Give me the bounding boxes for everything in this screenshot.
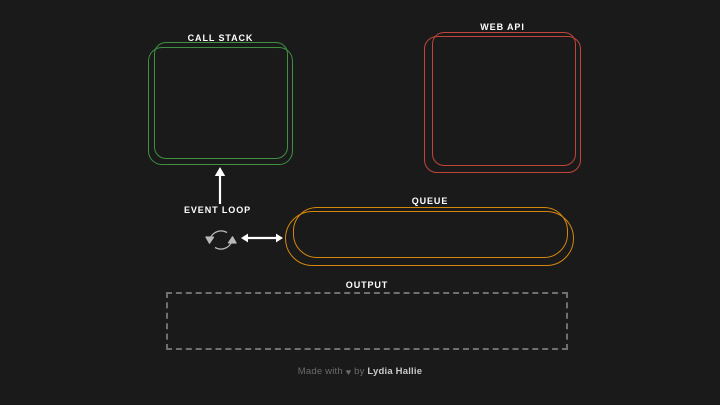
queue-outer-border: [285, 211, 574, 266]
footer-prefix: Made with: [297, 366, 343, 377]
output-title: OUTPUT: [345, 280, 389, 290]
event-loop-label: EVENT LOOP: [184, 205, 252, 215]
footer-author[interactable]: Lydia Hallie: [367, 366, 423, 377]
output-panel[interactable]: [166, 292, 568, 350]
call-stack-outer-border: [148, 47, 293, 165]
web-api-outer-border: [424, 36, 581, 173]
footer-credit: Made with ♥ by Lydia Hallie: [0, 366, 720, 377]
footer-middle: by: [354, 366, 365, 377]
call-stack-title: CALL STACK: [187, 33, 254, 43]
call-stack-inner-border: [154, 42, 288, 159]
queue-title: QUEUE: [411, 196, 449, 206]
heart-icon: ♥: [345, 366, 352, 377]
queue-inner-border: [293, 207, 568, 258]
web-api-inner-border: [432, 32, 576, 166]
arrow-left-right-icon: [241, 229, 283, 247]
circular-arrows-icon: [200, 220, 242, 260]
arrow-up-icon: [206, 166, 234, 204]
call-stack-panel[interactable]: [148, 42, 293, 165]
queue-panel[interactable]: [285, 207, 574, 266]
web-api-title: WEB API: [480, 22, 525, 32]
web-api-panel[interactable]: [424, 32, 581, 173]
